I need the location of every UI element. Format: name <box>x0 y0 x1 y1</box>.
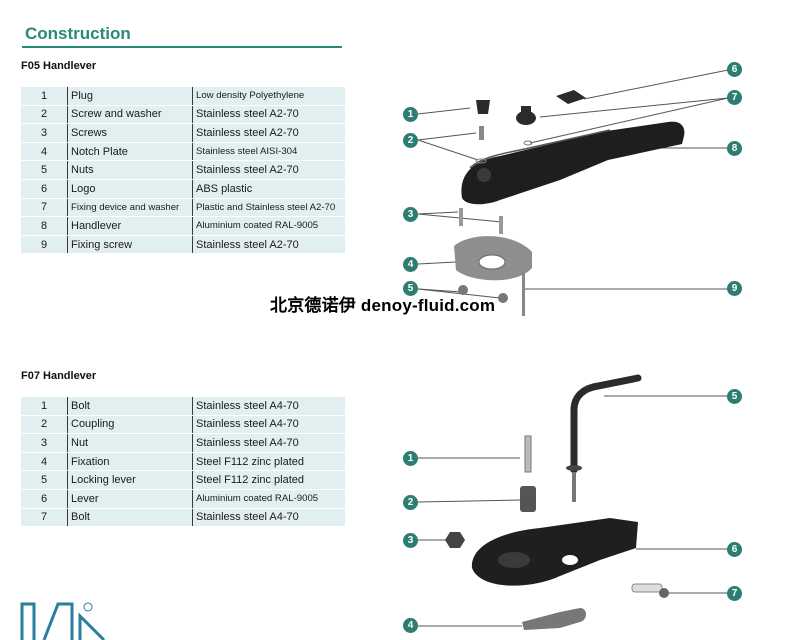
table-cell-part: Nut <box>67 433 193 453</box>
title-divider <box>22 46 342 48</box>
table-cell-material: Stainless steel A2-70 <box>192 160 345 180</box>
table-cell-part: Fixation <box>67 452 193 472</box>
f05-callout-7: 7 <box>727 90 742 105</box>
table-cell-material: Steel F112 zinc plated <box>192 452 345 472</box>
f05-callout-5: 5 <box>403 281 418 296</box>
table-cell-material: Aluminium coated RAL-9005 <box>192 489 345 509</box>
f07-callout-2: 2 <box>403 495 418 510</box>
f05-exploded-drawing <box>417 69 729 316</box>
table-cell-part: Handlever <box>67 216 193 236</box>
table-cell-part: Logo <box>67 179 193 199</box>
table-cell-part: Notch Plate <box>67 142 193 162</box>
table-cell-material: Stainless steel A4-70 <box>192 397 345 416</box>
table-cell-num: 5 <box>21 470 68 490</box>
table-cell-material: Low density Polyethylene <box>192 87 345 106</box>
f05-callout-8: 8 <box>727 141 742 156</box>
f05-callout-6: 6 <box>727 62 742 77</box>
table-cell-material: Stainless steel A4-70 <box>192 508 345 528</box>
company-logo <box>20 602 106 640</box>
table-cell-num: 4 <box>21 452 68 472</box>
table-cell-num: 6 <box>21 489 68 509</box>
table-cell-part: Coupling <box>67 415 193 435</box>
f05-callout-2: 2 <box>403 133 418 148</box>
table-cell-num: 9 <box>21 235 68 255</box>
f07-callout-5: 5 <box>727 389 742 404</box>
page-title: Construction <box>25 24 131 43</box>
table-cell-part: Fixing screw <box>67 235 193 255</box>
watermark-text: 北京德诺伊 denoy-fluid.com <box>270 296 496 315</box>
f07-exploded-drawing <box>417 374 728 630</box>
f05-callout-4: 4 <box>403 257 418 272</box>
table-cell-num: 1 <box>21 87 68 106</box>
table-cell-material: Stainless steel A2-70 <box>192 105 345 125</box>
table-cell-num: 5 <box>21 160 68 180</box>
table-cell-part: Screw and washer <box>67 105 193 125</box>
f07-section-title: F07 Handlever <box>21 370 97 382</box>
table-cell-num: 8 <box>21 216 68 236</box>
f07-callout-6: 6 <box>727 542 742 557</box>
table-cell-num: 4 <box>21 142 68 162</box>
f05-callout-9: 9 <box>727 281 742 296</box>
f05-callout-3: 3 <box>403 207 418 222</box>
f07-callout-7: 7 <box>727 586 742 601</box>
f07-callout-4: 4 <box>403 618 418 633</box>
table-cell-num: 1 <box>21 397 68 416</box>
table-cell-num: 2 <box>21 105 68 125</box>
table-cell-part: Screws <box>67 123 193 143</box>
table-cell-material: Plastic and Stainless steel A2-70 <box>192 198 345 218</box>
table-cell-num: 3 <box>21 123 68 143</box>
table-cell-part: Fixing device and washer <box>67 198 193 218</box>
table-cell-part: Locking lever <box>67 470 193 490</box>
f07-callout-1: 1 <box>403 451 418 466</box>
table-cell-part: Lever <box>67 489 193 509</box>
f05-section-title: F05 Handlever <box>21 60 97 72</box>
table-cell-num: 7 <box>21 508 68 528</box>
table-cell-num: 6 <box>21 179 68 199</box>
table-cell-material: Stainless steel A4-70 <box>192 433 345 453</box>
table-cell-material: Stainless steel AISI-304 <box>192 142 345 162</box>
table-cell-material: ABS plastic <box>192 179 345 199</box>
table-cell-material: Aluminium coated RAL-9005 <box>192 216 345 236</box>
table-cell-part: Bolt <box>67 508 193 528</box>
table-cell-num: 3 <box>21 433 68 453</box>
table-cell-num: 7 <box>21 198 68 218</box>
table-cell-material: Stainless steel A2-70 <box>192 123 345 143</box>
f07-callout-3: 3 <box>403 533 418 548</box>
table-cell-material: Stainless steel A4-70 <box>192 415 345 435</box>
table-cell-part: Plug <box>67 87 193 106</box>
table-cell-material: Steel F112 zinc plated <box>192 470 345 490</box>
table-cell-num: 2 <box>21 415 68 435</box>
f05-callout-1: 1 <box>403 107 418 122</box>
table-cell-material: Stainless steel A2-70 <box>192 235 345 255</box>
table-cell-part: Bolt <box>67 397 193 416</box>
table-cell-part: Nuts <box>67 160 193 180</box>
